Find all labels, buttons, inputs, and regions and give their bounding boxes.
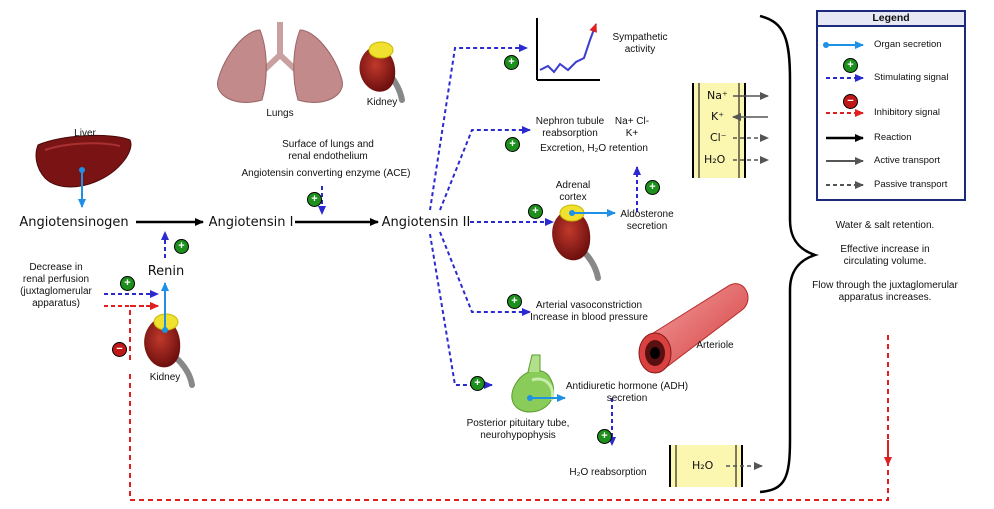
decrease-perfusion-label: Decrease in renal perfusion (juxtaglomer… [20, 262, 92, 309]
adrenal-kidney-illustration [552, 204, 601, 281]
legend-reaction: Reaction [874, 132, 912, 143]
arteriole-illustration [638, 283, 749, 374]
kidney-top-label: Kidney [366, 97, 398, 108]
ace-label: Angiotensin converting enzyme (ACE) [241, 168, 411, 179]
h2o-plus-badge: + [597, 429, 612, 444]
aldosterone-plus-badge: + [645, 180, 660, 195]
surface-label: Surface of lungs and renal endothelium [282, 139, 374, 162]
nephron-label: Nephron tubule reabsorption [535, 116, 605, 139]
vasoconstriction-label: Arterial vasoconstriction Increase in bl… [530, 300, 648, 323]
channel-h2o-label: H₂O [704, 153, 726, 166]
feedback-inhibitory-arrow [129, 302, 159, 360]
channel-k-label: K⁺ [711, 110, 725, 123]
kidney-left-label: Kidney [149, 372, 181, 383]
sympathetic-label: Sympathetic activity [612, 32, 668, 55]
vasoconstriction-plus-badge: + [507, 294, 522, 309]
water-channel-membrane [669, 445, 763, 487]
sympathetic-activity-graph [536, 18, 600, 81]
perfusion-plus-badge: + [120, 276, 135, 291]
legend-minus-badge: − [843, 94, 858, 109]
liver-label: Liver [74, 128, 96, 139]
lungs-label: Lungs [266, 108, 294, 119]
h2o-reabsorption-label: H₂O reabsorption [569, 467, 647, 478]
water-channel-h2o-label: H₂O [692, 459, 714, 472]
kidney-top-illustration [359, 41, 405, 103]
outcome-text: Water & salt retention. Effective increa… [812, 220, 958, 303]
legend-active-transport: Active transport [874, 155, 940, 166]
channel-na-label: Na⁺ [707, 89, 728, 102]
legend-box [816, 10, 966, 201]
feedback-loop [129, 335, 889, 501]
sympathetic-plus-badge: + [504, 55, 519, 70]
arteriole-label: Arteriole [696, 340, 734, 351]
legend-title: Legend [872, 12, 910, 24]
channel-cl-label: Cl⁻ [710, 131, 727, 144]
liver-illustration [35, 134, 132, 188]
angiotensin-2-label: Angiotensin II [381, 215, 471, 230]
adrenal-label: Adrenal cortex [555, 180, 591, 203]
lungs-illustration [217, 22, 343, 103]
feedback-minus-badge: − [112, 342, 127, 357]
legend-inhibitory: Inhibitory signal [874, 107, 941, 118]
legend-organ-secretion: Organ secretion [874, 39, 942, 50]
pituitary-label: Posterior pituitary tube, neurohypophysi… [466, 418, 570, 441]
pituitary-illustration [511, 354, 555, 413]
aldosterone-label: Aldosterone secretion [620, 209, 674, 232]
renin-label: Renin [147, 264, 185, 279]
excretion-label: Excretion, H₂O retention [540, 143, 648, 154]
legend-plus-badge: + [843, 58, 858, 73]
pituitary-plus-badge: + [470, 376, 485, 391]
ions-label: Na+ Cl- K+ [614, 116, 650, 139]
nephron-plus-badge: + [505, 137, 520, 152]
legend-passive-transport: Passive transport [874, 179, 948, 190]
ion-channel-membrane [692, 83, 769, 178]
renin-plus-badge: + [174, 239, 189, 254]
legend-stimulating: Stimulating signal [874, 72, 949, 83]
angiotensin-1-label: Angiotensin I [208, 215, 294, 230]
adh-label: Antidiuretic hormone (ADH) secretion [565, 381, 689, 404]
ace-plus-badge: + [307, 192, 322, 207]
adrenal-plus-badge: + [528, 204, 543, 219]
outcome-brace [759, 14, 819, 494]
angiotensinogen-label: Angiotensinogen [19, 215, 129, 230]
